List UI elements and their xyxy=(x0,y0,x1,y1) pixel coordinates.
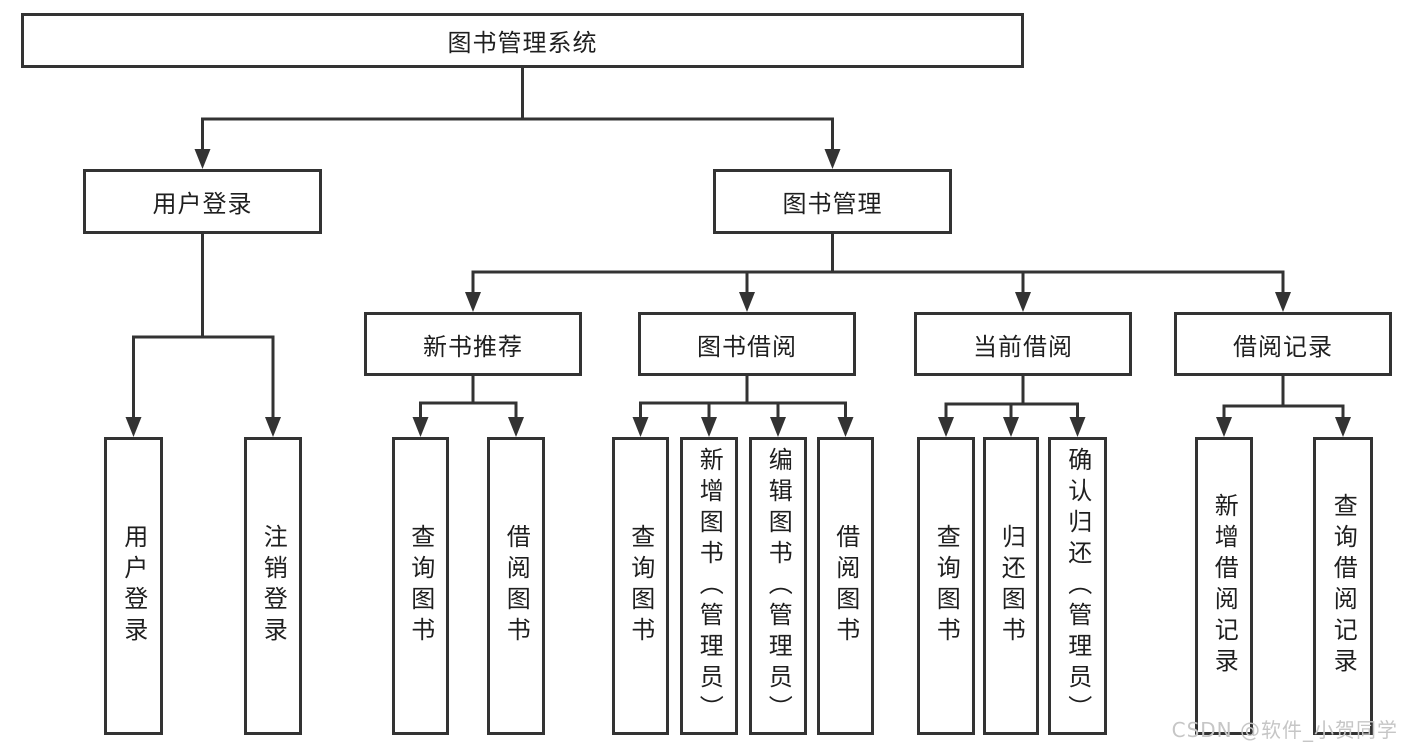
node-add-books-admin: 新增图书（管理员） xyxy=(680,437,738,735)
node-label: 借阅图书 xyxy=(502,524,531,648)
node-label: 新增借阅记录 xyxy=(1210,493,1239,679)
node-label: 查询图书 xyxy=(626,524,655,648)
node-label: 用户登录 xyxy=(152,190,253,218)
connector-line-group xyxy=(132,66,1345,421)
arrowheads xyxy=(125,149,1351,437)
node-query-borrow-record: 查询借阅记录 xyxy=(1313,437,1373,735)
node-query-books-borrowing: 查询图书 xyxy=(612,437,669,735)
node-user-login-leaf: 用户登录 xyxy=(104,437,163,735)
node-current-borrowing: 当前借阅 xyxy=(914,312,1132,376)
node-label: 编辑图书（管理员） xyxy=(764,446,793,726)
node-label: 新书推荐 xyxy=(423,332,523,361)
node-library-system-root: 图书管理系统 xyxy=(21,13,1024,68)
node-label: 用户登录 xyxy=(119,524,148,648)
node-label: 图书管理 xyxy=(782,190,883,218)
node-label: 新增图书（管理员） xyxy=(695,446,724,726)
node-label: 图书管理系统 xyxy=(447,29,598,57)
node-label: 图书借阅 xyxy=(697,332,797,361)
csdn-watermark: CSDN @软件_小贺同学 xyxy=(1171,718,1398,742)
node-user-login: 用户登录 xyxy=(83,169,322,234)
node-logout-leaf: 注销登录 xyxy=(244,437,302,735)
node-add-borrow-record: 新增借阅记录 xyxy=(1195,437,1253,735)
node-borrow-books-recommend: 借阅图书 xyxy=(487,437,545,735)
node-label: 借阅图书 xyxy=(831,524,860,648)
node-query-books-current: 查询图书 xyxy=(917,437,975,735)
node-label: 查询图书 xyxy=(406,524,435,648)
node-label: 归还图书 xyxy=(997,524,1026,648)
node-query-books-recommend: 查询图书 xyxy=(392,437,449,735)
node-confirm-return-admin: 确认归还（管理员） xyxy=(1048,437,1107,735)
node-label: 确认归还（管理员） xyxy=(1063,446,1092,726)
node-borrow-records: 借阅记录 xyxy=(1174,312,1392,376)
node-return-books: 归还图书 xyxy=(983,437,1039,735)
node-label: 查询借阅记录 xyxy=(1329,493,1358,679)
node-label: 借阅记录 xyxy=(1233,332,1333,361)
node-book-borrowing: 图书借阅 xyxy=(638,312,856,376)
node-book-management: 图书管理 xyxy=(713,169,952,234)
node-label: 注销登录 xyxy=(259,524,288,648)
node-edit-books-admin: 编辑图书（管理员） xyxy=(749,437,807,735)
node-label: 查询图书 xyxy=(932,524,961,648)
node-borrow-books-borrowing: 借阅图书 xyxy=(817,437,874,735)
node-label: 当前借阅 xyxy=(973,332,1073,361)
node-new-book-recommend: 新书推荐 xyxy=(364,312,582,376)
